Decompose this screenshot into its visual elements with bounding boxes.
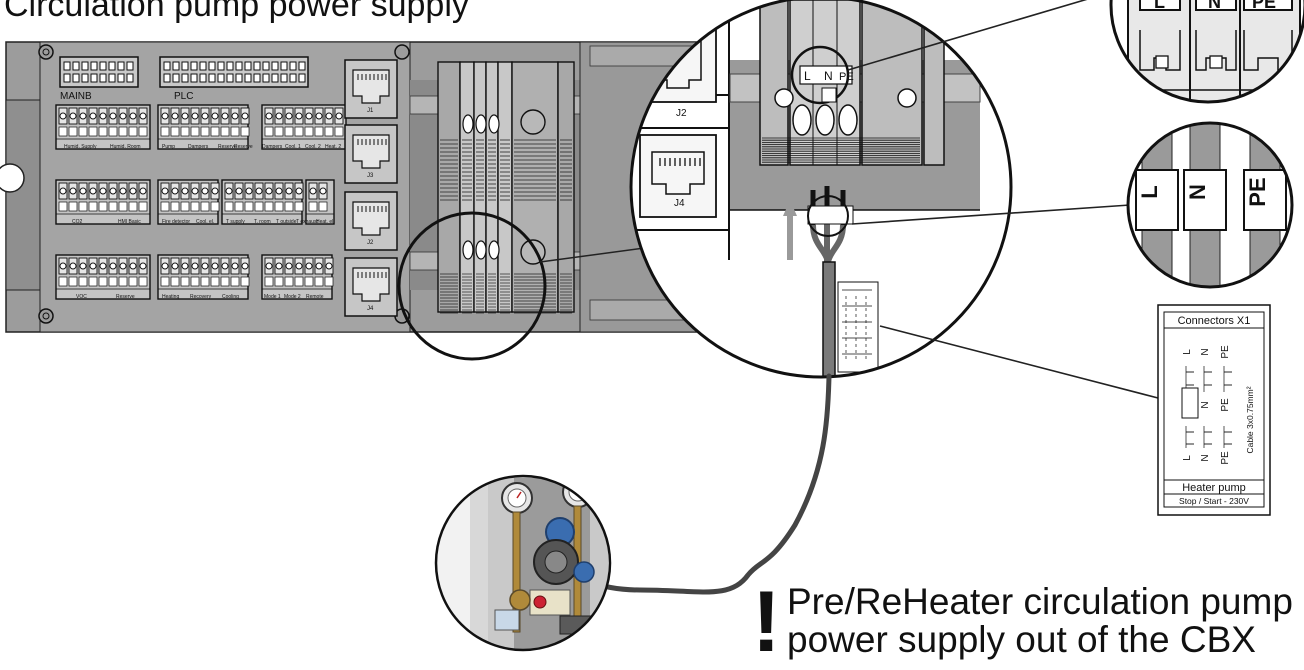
terminal-callout: L N PE bbox=[1109, 0, 1304, 104]
row-label: Humid. Room bbox=[110, 144, 141, 150]
row-label: Heat. el. bbox=[316, 219, 335, 225]
row-label: T. room bbox=[254, 219, 271, 225]
card-terminal-label: L bbox=[1182, 455, 1193, 461]
warning-line-1: Pre/ReHeater circulation pump bbox=[787, 581, 1293, 622]
card-terminal-label: N bbox=[1200, 348, 1211, 355]
zoom-term-l: L bbox=[804, 69, 811, 83]
zoom-jack-j4: J4 bbox=[674, 198, 685, 209]
terminal-blocks bbox=[55, 104, 347, 300]
wire-label-pe: PE bbox=[1245, 177, 1270, 206]
zoom-jack-j2: J2 bbox=[676, 108, 687, 119]
row-label: VOC bbox=[76, 294, 87, 300]
zoom-term-n: N bbox=[824, 69, 833, 83]
card-header: Connectors X1 bbox=[1178, 315, 1251, 327]
warning-icon: ! bbox=[752, 574, 781, 670]
jack-label: J1 bbox=[367, 108, 374, 114]
card-footer: Heater pump bbox=[1182, 482, 1246, 494]
plc-label: PLC bbox=[174, 91, 193, 102]
mainb-label: MAINB bbox=[60, 91, 92, 102]
row-label: T outside bbox=[276, 219, 297, 225]
row-label: Remote bbox=[306, 294, 324, 300]
row-label: Reserve bbox=[218, 144, 237, 150]
row-label: T exhaust bbox=[296, 219, 318, 225]
detail-circle-small bbox=[397, 211, 547, 361]
mainb-header bbox=[59, 56, 139, 88]
callout-term-pe: PE bbox=[1252, 0, 1276, 12]
card-terminal-label: PE bbox=[1220, 345, 1231, 359]
page-title: Circulation pump power supply bbox=[4, 0, 469, 24]
row-label: Cooling bbox=[222, 294, 239, 300]
row-label: Mode 2 bbox=[284, 294, 301, 300]
card-terminal-label: PE bbox=[1220, 451, 1231, 465]
zoom-term-pe: PE bbox=[839, 71, 854, 83]
zoom-circle: J2 J4 L N PE bbox=[629, 0, 1013, 379]
card-terminal-label: N bbox=[1200, 401, 1211, 408]
row-label: Reserve bbox=[234, 144, 253, 150]
pump-photo bbox=[434, 474, 612, 652]
row-label: T supply bbox=[226, 219, 245, 225]
row-label: Cool. 1 bbox=[285, 144, 301, 150]
warning-line-2: power supply out of the CBX bbox=[787, 619, 1256, 660]
row-label: Heat. 2 bbox=[325, 144, 341, 150]
card-terminal-label: PE bbox=[1220, 398, 1231, 412]
row-label: Reserve bbox=[116, 294, 135, 300]
wire-label-n: N bbox=[1185, 184, 1210, 200]
row-label: Humid. Supply bbox=[64, 144, 97, 150]
wire-label-l: L bbox=[1137, 185, 1162, 198]
row-label: Mode 1 bbox=[264, 294, 281, 300]
callout-term-n: N bbox=[1208, 0, 1221, 12]
row-label: CO2 bbox=[72, 219, 83, 225]
card-terminal-label: N bbox=[1200, 454, 1211, 461]
terminal-strip bbox=[437, 61, 575, 314]
row-label: Recovery bbox=[190, 294, 212, 300]
row-label: Fire detector bbox=[162, 219, 190, 225]
row-label: Dampers bbox=[188, 144, 209, 150]
card-cable: Cable 3x0.75mm² bbox=[1245, 386, 1255, 453]
jack-label: J3 bbox=[367, 173, 374, 179]
card-footer-sub: Stop / Start - 230V bbox=[1179, 496, 1249, 506]
jack-label: J4 bbox=[367, 306, 374, 312]
warning-note: ! Pre/ReHeater circulation pump power su… bbox=[752, 574, 1304, 670]
power-cable bbox=[597, 373, 832, 595]
card-terminal-label: L bbox=[1182, 349, 1193, 355]
row-label: Cool. 2 bbox=[305, 144, 321, 150]
row-label: Dampers bbox=[262, 144, 283, 150]
row-label: Heating bbox=[162, 294, 179, 300]
row-label: Cool. el. bbox=[196, 219, 214, 225]
wire-label-callout: L N PE bbox=[1126, 121, 1294, 289]
jack-label: J2 bbox=[367, 240, 374, 246]
row-label: HMI Basic bbox=[118, 219, 141, 225]
row-label: Pump bbox=[162, 144, 175, 150]
callout-term-l: L bbox=[1154, 0, 1165, 12]
